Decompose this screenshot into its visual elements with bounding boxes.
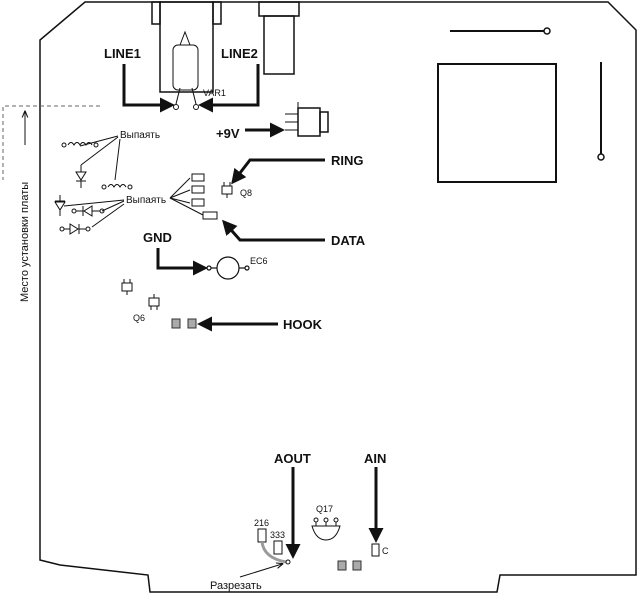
q6-transistor: [121, 279, 160, 310]
bottom-pad: [352, 560, 362, 571]
ring-label: RING: [331, 153, 364, 168]
pad: [285, 559, 291, 565]
hook-pad: [171, 318, 181, 329]
data-label: DATA: [331, 233, 366, 248]
mount-guide: [2, 105, 100, 180]
line1-arrow: [122, 64, 175, 113]
q8-transistor: [221, 182, 233, 198]
hook-pad: [187, 318, 197, 329]
voltage-regulator: [285, 102, 329, 137]
hook-label: HOOK: [283, 317, 323, 332]
q17-label: Q17: [316, 504, 333, 514]
line2-arrow: [198, 64, 260, 113]
r216-label: 216: [254, 518, 269, 528]
mount-location-label: Место установки платы: [19, 182, 31, 302]
ain-label: AIN: [364, 451, 386, 466]
ec6-label: EC6: [250, 256, 268, 266]
r216-resistor: [257, 528, 267, 543]
ring-arrow: [231, 158, 325, 185]
cut-trace: [260, 541, 287, 564]
power-label: +9V: [216, 126, 240, 141]
board-outline: [39, 1, 637, 593]
gnd-label: GND: [143, 230, 172, 245]
gnd-arrow: [156, 248, 208, 276]
var1-label: VAR1: [203, 88, 226, 98]
line1-label: LINE1: [104, 46, 141, 61]
via: [597, 153, 605, 161]
desolder-note-2: Выпаять: [126, 195, 166, 206]
r333-label: 333: [270, 530, 285, 540]
desolder-group-1: [61, 135, 133, 190]
desolder-note-1: Выпаять: [120, 130, 160, 141]
q8-label: Q8: [240, 188, 252, 198]
c-label: C: [382, 546, 389, 556]
q6-label: Q6: [133, 313, 145, 323]
c-capacitor: [371, 543, 380, 557]
q17-transistor: [311, 517, 341, 541]
aout-label: AOUT: [274, 451, 311, 466]
data-arrow: [222, 219, 325, 242]
cut-note: Разрезать: [210, 580, 262, 592]
r333-resistor: [273, 540, 283, 555]
dc-jack: [258, 1, 300, 75]
ic-chip: [437, 63, 557, 183]
line2-label: LINE2: [221, 46, 258, 61]
cut-arrow: [239, 564, 282, 578]
bottom-pad: [337, 560, 347, 571]
fan-pads: [169, 173, 218, 220]
desolder-group-2: [54, 195, 125, 235]
via: [543, 27, 551, 35]
ec6-capacitor: [206, 256, 250, 280]
